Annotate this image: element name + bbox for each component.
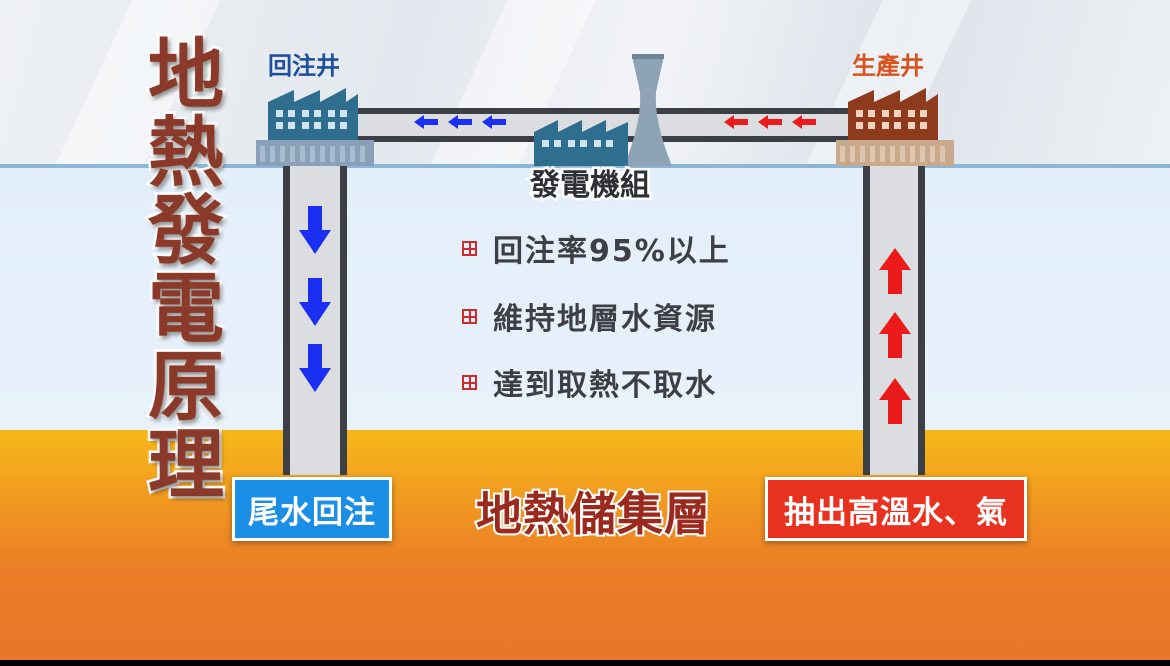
top-pipe-red-arrows bbox=[724, 115, 816, 129]
title-char-4: 電 bbox=[146, 264, 227, 353]
title-char-6: 理 bbox=[146, 420, 227, 509]
tailwater-reinjection-label: 尾水回注 bbox=[232, 477, 392, 541]
bullet-text: 達到取熱不取水 bbox=[493, 368, 717, 403]
bottom-border bbox=[0, 660, 1170, 666]
injection-well-label: 回注井 bbox=[268, 52, 340, 80]
main-title: 地 熱 發 電 原 理 bbox=[140, 30, 232, 509]
sky-background bbox=[0, 0, 1170, 166]
plus-box-icon bbox=[462, 374, 477, 390]
top-pipe-blue-arrows bbox=[414, 115, 506, 129]
title-char-2: 熱 bbox=[146, 108, 227, 197]
title-char-3: 發 bbox=[146, 186, 227, 275]
injection-well-factory-icon bbox=[256, 88, 374, 166]
generator-label: 發電機組 bbox=[528, 166, 653, 206]
title-char-5: 原 bbox=[146, 342, 227, 431]
title-char-1: 地 bbox=[146, 30, 227, 119]
production-well-label: 生產井 bbox=[852, 52, 924, 80]
bullet-item: 維持地層水資源 bbox=[462, 294, 717, 338]
production-well-factory-icon bbox=[836, 88, 954, 166]
reservoir-layer bbox=[0, 430, 1170, 660]
bullet-text: 回注率95%以上 bbox=[493, 234, 731, 269]
production-up-arrows bbox=[879, 248, 911, 424]
generator-plant-icon bbox=[534, 54, 672, 166]
bullet-item: 回注率95%以上 bbox=[462, 226, 731, 270]
groundwater-layer bbox=[0, 168, 1170, 430]
injection-down-arrows bbox=[299, 206, 331, 392]
plus-box-icon bbox=[462, 240, 477, 256]
bullet-item: 達到取熱不取水 bbox=[462, 360, 717, 404]
extract-hot-water-label: 抽出高溫水、氣 bbox=[765, 477, 1027, 541]
reservoir-label: 地熱儲集層 bbox=[474, 485, 712, 543]
bullet-text: 維持地層水資源 bbox=[493, 302, 717, 337]
plus-box-icon bbox=[462, 308, 477, 324]
